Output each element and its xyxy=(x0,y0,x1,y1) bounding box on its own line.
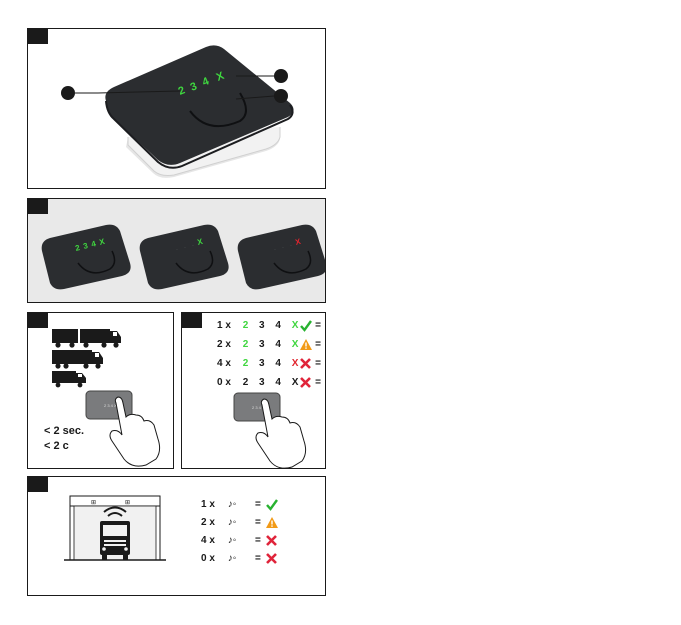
sound-code-row: 4 x ♪◦ = xyxy=(201,535,261,546)
truck-icon-road-train xyxy=(52,329,121,348)
sound-note-icon: ♪◦ xyxy=(228,517,237,528)
panel-truck-press: 2 3 4 X < 2 sec. < 2 c xyxy=(27,312,174,469)
svg-text:⊞: ⊞ xyxy=(91,500,96,506)
press-duration-line2: < 2 c xyxy=(44,440,69,452)
device-states-illustration: 2 3 4 X ··· X ··· X xyxy=(28,199,326,303)
truck-front-icon xyxy=(100,521,130,560)
hand-icon xyxy=(256,399,306,468)
svg-text:·: · xyxy=(176,247,178,253)
truck-in-gate-illustration: ⊞ ⊞ xyxy=(28,477,326,596)
svg-text:·: · xyxy=(274,247,276,253)
sound-code-row: 2 x ♪◦ = xyxy=(201,517,261,528)
svg-text:·: · xyxy=(184,245,186,251)
callout-marker-1 xyxy=(61,86,75,100)
svg-text:·: · xyxy=(192,243,194,249)
svg-text:2 3 4 X: 2 3 4 X xyxy=(104,403,117,408)
beep-count: 4 x xyxy=(201,535,215,546)
press-duration-line1: < 2 sec. xyxy=(44,425,84,437)
equals-sign: = xyxy=(255,553,261,564)
beep-count: 0 x xyxy=(201,553,215,564)
callout-marker-3 xyxy=(274,89,288,103)
check-icon xyxy=(266,499,278,511)
cross-icon xyxy=(266,535,277,546)
sound-note-icon: ♪◦ xyxy=(228,535,237,546)
sound-note-icon: ♪◦ xyxy=(228,553,237,564)
sound-note-icon: ♪◦ xyxy=(228,499,237,510)
sound-code-row: 0 x ♪◦ = xyxy=(201,553,261,564)
panel-led-code-table: 1 x 2 3 4 X = 2 x 2 3 4 X = 4 x 2 3 4 X … xyxy=(181,312,326,469)
device-with-hand: 2 3 4 X xyxy=(182,313,326,469)
panel-device-overview: 2 3 4 X xyxy=(27,28,326,189)
callout-marker-2 xyxy=(274,69,288,83)
beep-count: 1 x xyxy=(201,499,215,510)
svg-text:·: · xyxy=(282,245,284,251)
device-with-hand: 2 3 4 X xyxy=(86,391,160,466)
truck-icon-small xyxy=(52,371,86,387)
panel-led-states: 2 3 4 X ··· X ··· X xyxy=(27,198,326,303)
warning-icon xyxy=(266,517,278,528)
panel-sound-signal: ⊞ ⊞ 1 x ♪◦ = 2 x ♪◦ = 4 x ♪◦ = 0 x ♪◦ = xyxy=(27,476,326,596)
beep-count: 2 x xyxy=(201,517,215,528)
equals-sign: = xyxy=(255,517,261,528)
equals-sign: = xyxy=(255,535,261,546)
cross-icon xyxy=(266,553,277,564)
equals-sign: = xyxy=(255,499,261,510)
truck-icon-semi xyxy=(52,350,103,369)
device-illustration: 2 3 4 X xyxy=(28,29,326,189)
svg-text:⊞: ⊞ xyxy=(125,500,130,506)
svg-text:·: · xyxy=(290,243,292,249)
sound-code-row: 1 x ♪◦ = xyxy=(201,499,261,510)
hand-icon xyxy=(110,397,160,466)
